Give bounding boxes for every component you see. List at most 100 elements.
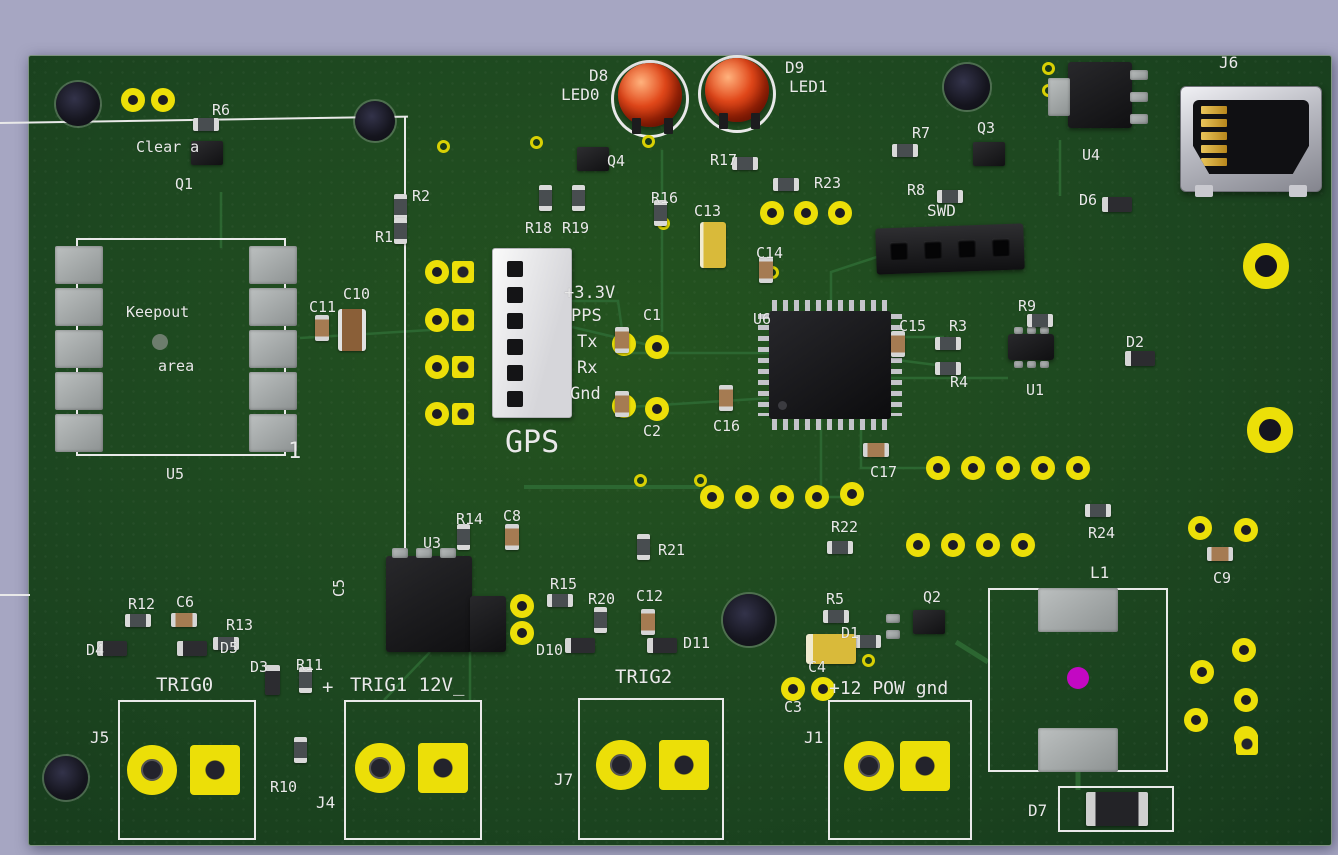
pad-round [1066, 456, 1090, 480]
smd-resistor [193, 117, 219, 131]
pad-round [425, 260, 449, 284]
silkscreen-label: C6 [176, 593, 195, 611]
usb-contact [1201, 132, 1227, 140]
smd-capacitor [1207, 547, 1233, 561]
pad-round [425, 402, 449, 426]
header-socket [957, 239, 977, 258]
sheet-line-left [0, 594, 30, 596]
silkscreen-label: area [158, 357, 195, 375]
pad-round [805, 485, 829, 509]
silkscreen-label: R17 [710, 151, 738, 169]
pad-round [700, 485, 724, 509]
silkscreen-label: L1 [1090, 563, 1110, 582]
gps-connector [492, 248, 572, 418]
pad-round [840, 482, 864, 506]
smd-resistor [935, 361, 961, 375]
silkscreen-label: LED1 [789, 77, 828, 96]
smd-resistor [1085, 503, 1111, 517]
smd-capacitor-yellow [700, 222, 726, 268]
smd-transistor [191, 141, 223, 165]
silkscreen-label: Q1 [175, 175, 194, 193]
connector-pin [507, 365, 523, 381]
silkscreen-label: R18 [525, 219, 553, 237]
silkscreen-label: R6 [212, 101, 231, 119]
smd-diode [1102, 196, 1132, 212]
pad-gray [1048, 78, 1070, 116]
pad-square [452, 309, 474, 331]
silkscreen-label: D6 [1079, 191, 1098, 209]
smd-resistor [653, 200, 667, 226]
silkscreen-label: R10 [270, 778, 298, 796]
silkscreen-label: D5 [220, 639, 239, 657]
ic-u6-qfp [758, 300, 902, 430]
pad-gray [1130, 92, 1148, 102]
pad-gray [886, 629, 900, 639]
pad-round [926, 456, 950, 480]
smd-capacitor [315, 315, 329, 341]
pad-gray [1130, 114, 1148, 124]
silkscreen-label: D8 [589, 66, 609, 85]
smd-transistor [913, 610, 945, 634]
terminal-j5-outline [118, 700, 256, 840]
smd-transistor [973, 142, 1005, 166]
led0-d8 [618, 63, 682, 127]
inductor-pad [1038, 728, 1118, 772]
qfp-leads-left [758, 314, 769, 416]
silkscreen-label: Clear a [136, 138, 200, 156]
pcb-board [28, 55, 1332, 846]
smd-resistor [1027, 313, 1053, 327]
mounting-hole [723, 594, 775, 646]
silkscreen-label: GPS [505, 425, 560, 460]
usb-shell-tab [1289, 185, 1307, 197]
pad-gray [55, 414, 103, 452]
smd-resistor [892, 143, 918, 157]
silkscreen-label: J5 [90, 728, 110, 747]
pad-gray [416, 548, 432, 558]
usb-contact [1201, 145, 1227, 153]
silkscreen-label: C4 [808, 658, 827, 676]
smd-resistor [298, 667, 312, 693]
via [1041, 61, 1055, 75]
inductor-pad [1038, 588, 1118, 632]
smd-resistor [538, 185, 552, 211]
pad-square [452, 356, 474, 378]
smd-capacitor [615, 327, 629, 353]
pad-round [811, 677, 835, 701]
smd-diode [177, 640, 207, 656]
plated-hole [1247, 407, 1293, 453]
smd-resistor [636, 534, 650, 560]
silkscreen-label: Q3 [977, 119, 996, 137]
smd-resistor [855, 634, 881, 648]
silkscreen-label: U3 [423, 534, 442, 552]
silkscreen-label: R22 [831, 518, 859, 536]
silkscreen-label: C5 [330, 578, 348, 597]
silkscreen-label: Q2 [923, 588, 942, 606]
smd-capacitor-large [338, 309, 366, 351]
silkscreen-label: +12 POW gnd [829, 678, 949, 699]
silkscreen-label: Q4 [607, 152, 626, 170]
pad-round [121, 88, 145, 112]
pad-round [770, 485, 794, 509]
led-lead [632, 118, 641, 134]
silkscreen-label: R2 [412, 187, 431, 205]
silkscreen-label: LED0 [561, 85, 600, 104]
qfp-leads-top [772, 300, 888, 311]
silkscreen-label: D10 [536, 641, 564, 659]
terminal-pad-square [418, 743, 468, 793]
smd-capacitor [759, 257, 773, 283]
smd-diode [264, 665, 280, 695]
pad-round [735, 485, 759, 509]
silkscreen-label: TRIG1 12V_ [350, 674, 465, 696]
ic-u3-step [470, 596, 506, 652]
silkscreen-label: R15 [550, 575, 578, 593]
connector-pin [507, 287, 523, 303]
silkscreen-label: C17 [870, 463, 898, 481]
pad-round [1011, 533, 1035, 557]
silkscreen-label: J7 [554, 770, 574, 789]
connector-pin [507, 261, 523, 277]
usb-shell-tab [1195, 185, 1213, 197]
silkscreen-label: 1 [288, 439, 302, 464]
diode-d7-outline [1058, 786, 1174, 832]
silkscreen-label: SWD [927, 201, 956, 220]
